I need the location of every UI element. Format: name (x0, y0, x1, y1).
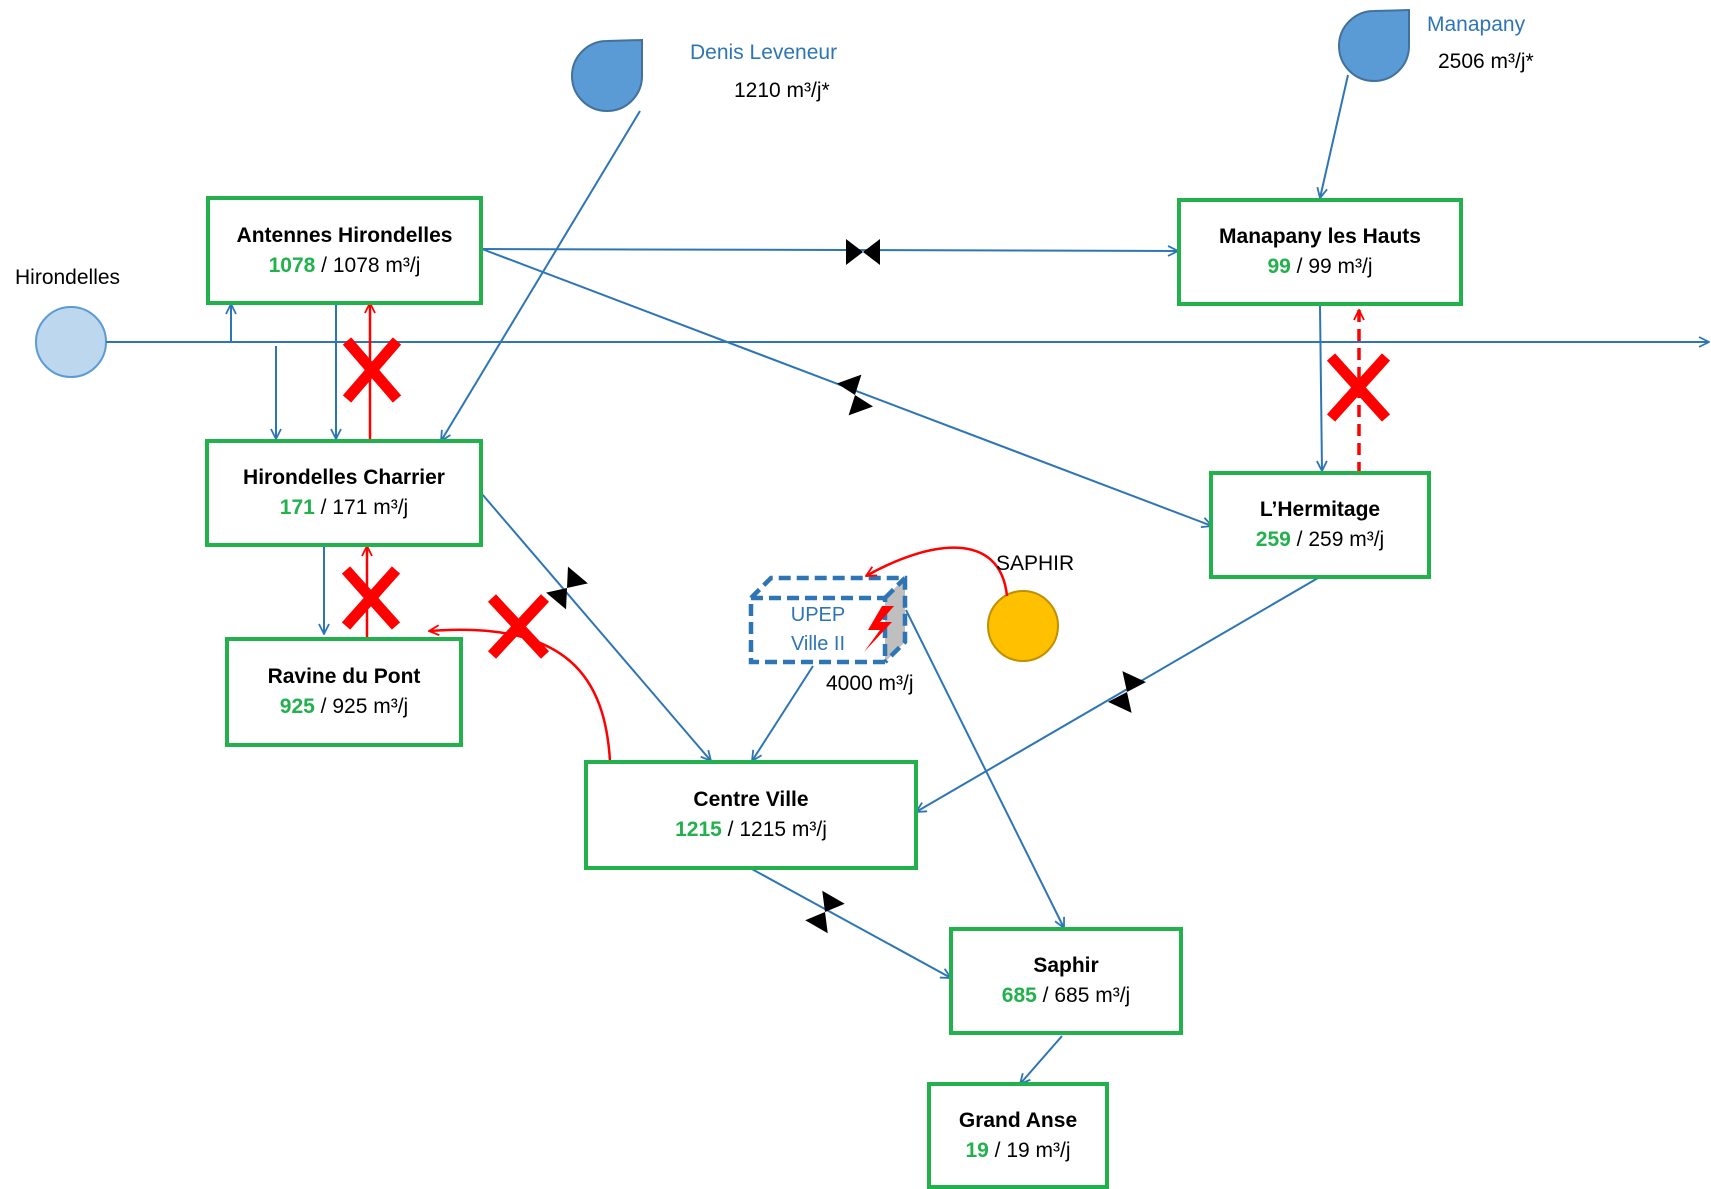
upep-ville-ii-icon (748, 575, 908, 665)
pipe-upep-to-saphir (905, 609, 1064, 928)
pipe-hermitage-to-centre (916, 577, 1319, 812)
reservoir-flow: 19 / 19 m³/j (965, 1136, 1070, 1166)
blocked-cross-icon (1326, 353, 1391, 422)
reservoir-antennes-hirondelles: Antennes Hirondelles 1078 / 1078 m³/j (206, 196, 483, 305)
blocked-cross-icon (341, 566, 401, 630)
reservoir-grand-anse: Grand Anse 19 / 19 m³/j (927, 1082, 1109, 1189)
reservoir-flow: 925 / 925 m³/j (280, 692, 408, 722)
manapany-flow: 2506 m³/j* (1438, 50, 1534, 73)
reservoir-name: Hirondelles Charrier (243, 466, 445, 489)
manapany-water-drop-icon (1338, 8, 1410, 82)
denis-leveneur-flow: 1210 m³/j* (734, 79, 830, 102)
valve-icon (846, 239, 880, 265)
reservoir-value: 1215 (675, 818, 722, 841)
reservoir-saphir: Saphir 685 / 685 m³/j (949, 927, 1183, 1035)
blocked-cross-icon (487, 594, 550, 659)
reservoir-manapany-les-hauts: Manapany les Hauts 99 / 99 m³/j (1177, 198, 1463, 306)
hirondelles-source-icon (35, 306, 107, 378)
pipe-saphir-to-grand-anse (1020, 1035, 1063, 1084)
pipe-hauts-to-hermitage (1320, 305, 1322, 471)
reservoir-capacity: / 171 m³/j (314, 496, 409, 519)
blocked-cross-icon (342, 337, 402, 403)
pipes (106, 74, 1709, 1084)
reservoir-name: L’Hermitage (1259, 498, 1381, 521)
lightning-icon (864, 606, 894, 652)
reservoir-capacity: / 259 m³/j (1290, 528, 1385, 551)
reservoir-name: Saphir (1033, 954, 1099, 977)
upep-line1: UPEP (790, 604, 846, 626)
reservoir-name: Centre Ville (693, 788, 809, 811)
reservoir-flow: 685 / 685 m³/j (1002, 981, 1130, 1011)
reservoir-flow: 1215 / 1215 m³/j (675, 815, 827, 845)
reservoir-name: Grand Anse (958, 1108, 1078, 1132)
reservoir-value: 171 (279, 496, 315, 519)
reservoir-flow: 99 / 99 m³/j (1267, 252, 1372, 282)
blocked-centre-to-ravine (429, 630, 612, 762)
reservoir-value: 259 (1255, 528, 1291, 551)
reservoir-flow: 259 / 259 m³/j (1256, 525, 1384, 555)
valve-icon (805, 890, 845, 934)
saphir-source-label: SAPHIR (996, 552, 1075, 575)
reservoir-hirondelles-charrier: Hirondelles Charrier 171 / 171 m³/j (205, 439, 483, 547)
reservoir-capacity: / 99 m³/j (1290, 255, 1373, 278)
reservoir-name: Antennes Hirondelles (236, 223, 453, 247)
upep-line2: Ville II (790, 633, 846, 655)
reservoir-capacity: / 685 m³/j (1036, 984, 1131, 1007)
reservoir-value: 1078 (268, 253, 316, 277)
reservoir-value: 19 (965, 1138, 989, 1162)
reservoir-centre-ville: Centre Ville 1215 / 1215 m³/j (584, 760, 918, 870)
reservoir-name: Manapany les Hauts (1219, 225, 1421, 248)
pipe-manapany-to-hauts (1320, 74, 1349, 198)
reservoir-value: 685 (1001, 984, 1037, 1007)
manapany-label: Manapany (1427, 13, 1526, 36)
reservoir-ravine-du-pont: Ravine du Pont 925 / 925 m³/j (225, 637, 463, 747)
reservoir-capacity: / 19 m³/j (988, 1138, 1071, 1162)
reservoir-value: 925 (279, 695, 315, 718)
pipe-antennes-to-hauts (481, 249, 1178, 251)
saphir-to-upep (866, 546, 1009, 597)
reservoir-value: 99 (1267, 255, 1291, 278)
reservoir-l-hermitage: L’Hermitage 259 / 259 m³/j (1209, 471, 1431, 579)
valve-icons (546, 239, 1146, 934)
pipe-upep-to-centre (752, 665, 814, 761)
upep-flow: 4000 m³/j (826, 672, 914, 695)
reservoir-capacity: / 1215 m³/j (721, 818, 827, 841)
valve-icon (546, 566, 588, 610)
reservoir-capacity: / 1078 m³/j (315, 253, 421, 277)
reservoir-flow: 171 / 171 m³/j (280, 493, 408, 523)
upep-label: UPEP Ville II (752, 601, 884, 659)
blocked-cross-icons (341, 337, 1391, 659)
reservoir-capacity: / 925 m³/j (314, 695, 409, 718)
denis-leveneur-water-drop-icon (571, 38, 643, 112)
saphir-source-icon (987, 590, 1059, 662)
denis-leveneur-label: Denis Leveneur (690, 41, 838, 64)
valve-icon (836, 374, 874, 416)
hirondelles-source-label: Hirondelles (15, 266, 121, 289)
pipe-centre-to-saphir (749, 867, 951, 978)
reservoir-name: Ravine du Pont (267, 665, 421, 688)
pipe-charrier-to-centre (481, 493, 711, 761)
reservoir-flow: 1078 / 1078 m³/j (269, 251, 421, 281)
valve-icon (1108, 671, 1146, 713)
pipe-denis-to-charrier (441, 110, 641, 441)
